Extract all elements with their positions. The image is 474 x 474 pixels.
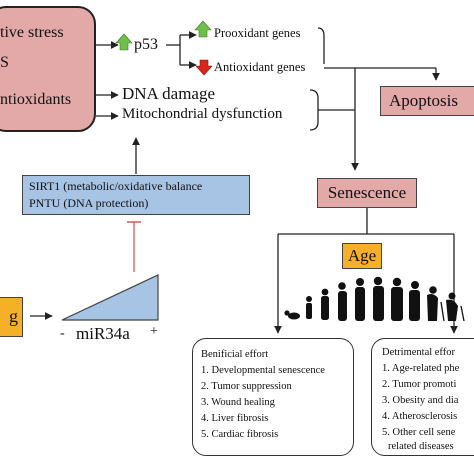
mito-dysfunction-label: Mitochondrial dysfunction [122, 106, 283, 122]
age-label: Age [347, 246, 377, 265]
mir34a-label: miR34a [76, 324, 130, 343]
apoptosis-label: Apoptosis [389, 91, 458, 110]
stress-line-1: tive stress [0, 24, 64, 41]
left-age-label: g [9, 306, 18, 326]
p53-label: p53 [134, 36, 158, 53]
beneficial-item: 4. Liver fibrosis [201, 413, 269, 424]
up-arrow-icon [115, 33, 133, 51]
sirt1-box: SIRT1 (metabolic/oxidative balance PNTU … [22, 175, 250, 215]
detrimental-title: Detrimental effor [382, 347, 455, 358]
beneficial-item: 3. Wound healing [201, 397, 275, 408]
beneficial-item: 5. Cardiac fibrosis [201, 429, 279, 440]
mir34a-ramp [61, 274, 159, 321]
detrimental-item: 2. Tumor promoti [382, 379, 457, 390]
detrimental-item: related diseases [388, 441, 454, 452]
detrimental-item: 1. Age-related phe [382, 363, 460, 374]
oxidative-stress-box: tive stress S ntioxidants [0, 6, 96, 132]
antioxidant-genes-label: Antioxidant genes [214, 60, 306, 74]
dna-damage-label: DNA damage [122, 84, 216, 103]
age-box: Age [342, 243, 382, 269]
mir-minus-label: - [60, 326, 65, 341]
aging-silhouettes [284, 276, 465, 322]
apoptosis-box: Apoptosis [380, 86, 474, 116]
mir-plus-label: + [150, 324, 158, 339]
pntu-line: PNTU (DNA protection) [29, 196, 149, 210]
genes-bracket [317, 27, 325, 64]
sirt1-line: SIRT1 (metabolic/oxidative balance [29, 179, 203, 193]
detrimental-item: 4. Atherosclerosis [382, 411, 458, 422]
beneficial-title: Benificial effort [201, 349, 269, 360]
left-age-box: g [0, 297, 23, 337]
senescence-label: Senescence [327, 183, 407, 202]
prooxidant-genes-label: Prooxidant genes [214, 26, 301, 40]
detrimental-item: 3. Obesity and dia [382, 395, 459, 406]
stress-line-2: S [0, 54, 9, 71]
senescence-box: Senescence [317, 178, 417, 208]
detrimental-effort-box: Detrimental effor 1. Age-related phe 2. … [371, 338, 474, 456]
down-arrow-icon [195, 59, 213, 76]
beneficial-effort-box: Benificial effort 1. Developmental senes… [192, 338, 354, 456]
detrimental-item: 5. Other cell sene [382, 427, 456, 438]
beneficial-item: 2. Tumor suppression [201, 381, 292, 392]
up-arrow-icon [194, 20, 212, 38]
stress-line-3: ntioxidants [0, 91, 72, 108]
effects-bracket [309, 89, 319, 131]
beneficial-item: 1. Developmental senescence [201, 365, 325, 376]
